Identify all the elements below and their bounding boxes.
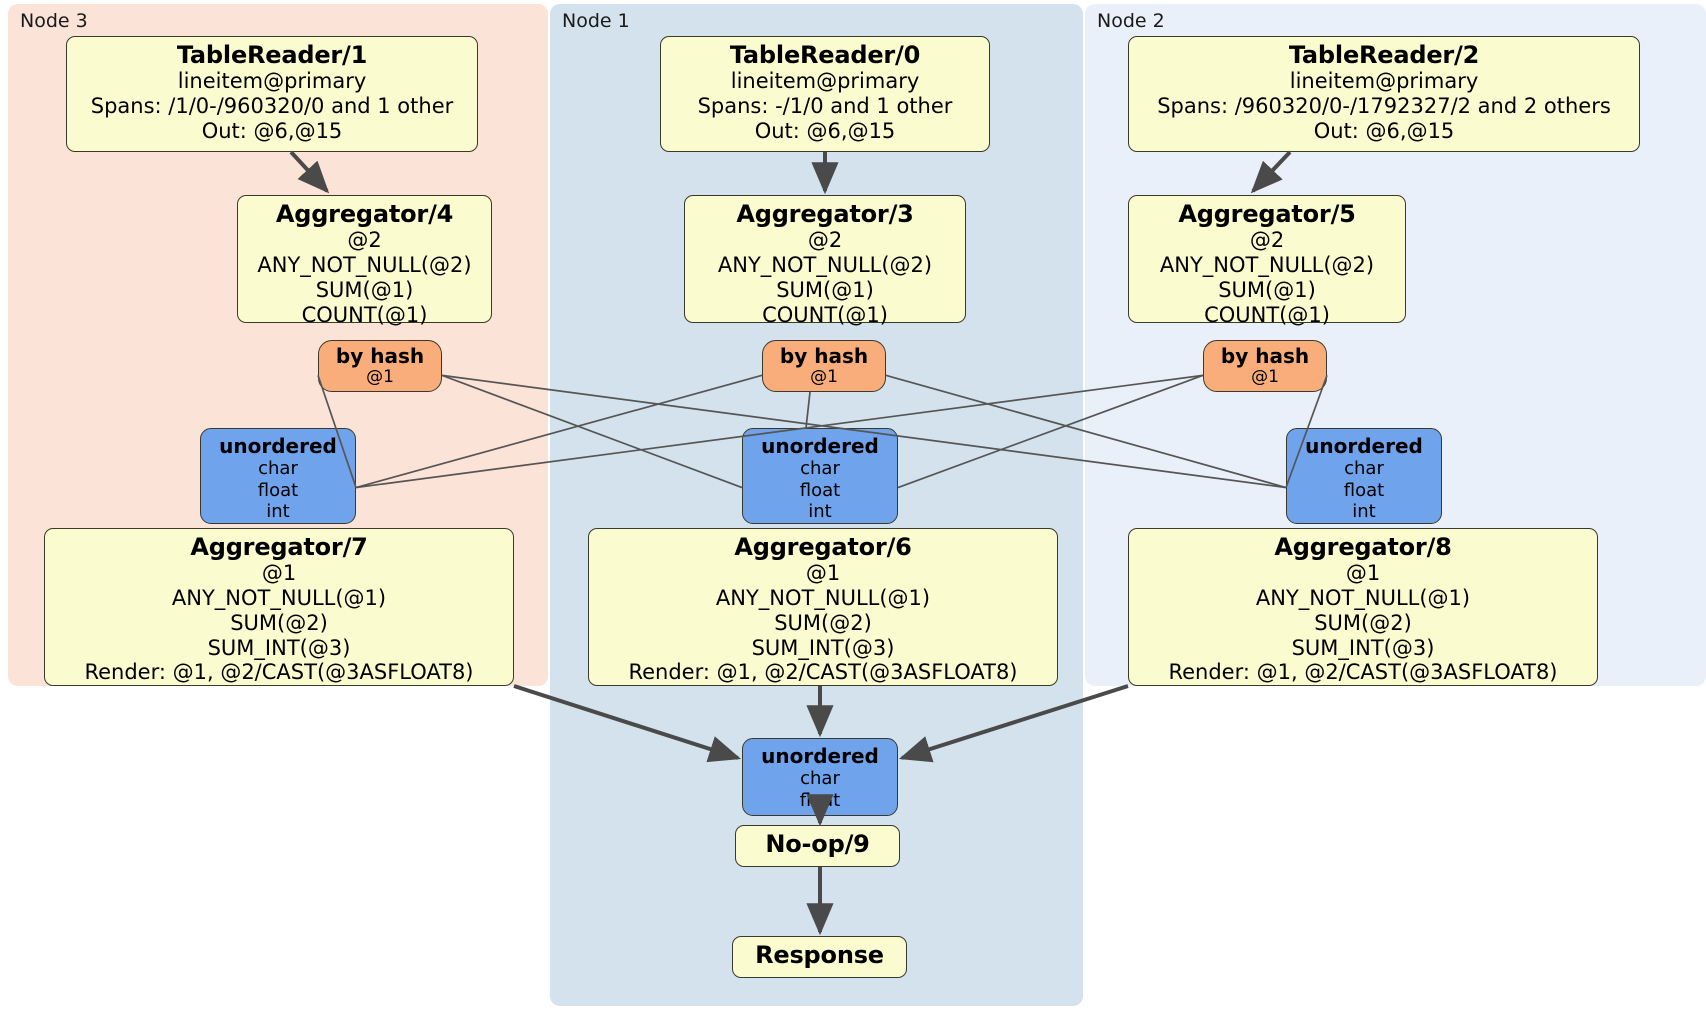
aggregator-6-title: Aggregator/6	[734, 533, 912, 561]
tablereader-2-line: lineitem@primary	[1289, 69, 1479, 94]
aggregator-7-line: SUM(@2)	[230, 610, 328, 635]
aggregator-7-line: Render: @1, @2/CAST(@3ASFLOAT8)	[84, 660, 474, 685]
aggregator-8-line: SUM_INT(@3)	[1291, 635, 1435, 660]
aggregator-8-line: Render: @1, @2/CAST(@3ASFLOAT8)	[1168, 660, 1558, 685]
aggregator-7-line: SUM_INT(@3)	[207, 635, 351, 660]
by-hash-3-title: by hash	[779, 344, 869, 368]
unordered-8-type: float	[1343, 479, 1385, 501]
unordered-6-type: char	[800, 458, 840, 479]
by-hash-5[interactable]: by hash@1	[1203, 340, 1327, 392]
aggregator-7-title: Aggregator/7	[190, 533, 368, 561]
aggregator-3-line: COUNT(@1)	[762, 302, 888, 327]
unordered-7-title: unordered	[219, 434, 337, 458]
node-panel-label-node3: Node 3	[20, 10, 88, 32]
aggregator-7-line: @1	[261, 561, 297, 586]
unordered-7-type: char	[258, 458, 298, 479]
aggregator-6-line: SUM_INT(@3)	[751, 635, 895, 660]
aggregator-5-line: @2	[1249, 228, 1285, 253]
aggregator-4-line: SUM(@1)	[315, 277, 414, 302]
aggregator-7-line: ANY_NOT_NULL(@1)	[171, 586, 387, 611]
aggregator-6-line: ANY_NOT_NULL(@1)	[715, 586, 931, 611]
unordered-9-title: unordered	[761, 744, 879, 768]
unordered-7-type: int	[266, 501, 290, 523]
unordered-8-type: int	[1352, 501, 1376, 523]
by-hash-3-column: @1	[810, 367, 838, 387]
aggregator-6-line: Render: @1, @2/CAST(@3ASFLOAT8)	[628, 660, 1018, 685]
aggregator-5-line: SUM(@1)	[1218, 277, 1316, 302]
aggregator-6-line: SUM(@2)	[774, 610, 872, 635]
aggregator-6-line: @1	[805, 561, 841, 586]
aggregator-8-line: ANY_NOT_NULL(@1)	[1255, 586, 1471, 611]
by-hash-4-title: by hash	[335, 344, 425, 368]
aggregator-5-title: Aggregator/5	[1178, 200, 1356, 228]
tablereader-1-line: Out: @6,@15	[201, 118, 343, 143]
by-hash-4[interactable]: by hash@1	[318, 340, 442, 392]
aggregator-8-title: Aggregator/8	[1274, 533, 1452, 561]
aggregator-3-line: ANY_NOT_NULL(@2)	[717, 253, 933, 278]
aggregator-4-line: COUNT(@1)	[301, 302, 428, 327]
tablereader-2-title: TableReader/2	[1288, 41, 1480, 69]
aggregator-3-title: Aggregator/3	[736, 200, 914, 228]
tablereader-1-line: lineitem@primary	[177, 69, 367, 94]
response-title: Response	[755, 941, 884, 969]
tablereader-1-title: TableReader/1	[176, 41, 368, 69]
unordered-8-type: char	[1344, 458, 1384, 479]
response[interactable]: Response	[732, 936, 907, 978]
unordered-6-title: unordered	[761, 434, 879, 458]
unordered-9-type: float	[799, 789, 841, 811]
tablereader-1-line: Spans: /1/0-/960320/0 and 1 other	[90, 94, 454, 119]
aggregator-5-line: ANY_NOT_NULL(@2)	[1159, 253, 1375, 278]
unordered-6-type: int	[808, 501, 832, 523]
unordered-7-type: float	[257, 479, 299, 501]
node-panel-label-node1: Node 1	[562, 10, 630, 32]
tablereader-0-line: lineitem@primary	[730, 69, 920, 94]
tablereader-2-line: Out: @6,@15	[1313, 118, 1455, 143]
by-hash-3[interactable]: by hash@1	[762, 340, 886, 392]
tablereader-0-line: Out: @6,@15	[754, 118, 896, 143]
unordered-6-type: float	[799, 479, 841, 501]
aggregator-4-line: ANY_NOT_NULL(@2)	[257, 253, 472, 278]
aggregator-3-line: @2	[807, 228, 843, 253]
aggregator-4-title: Aggregator/4	[275, 200, 454, 228]
aggregator-8-line: @1	[1345, 561, 1381, 586]
node-panel-label-node2: Node 2	[1097, 10, 1165, 32]
by-hash-4-column: @1	[366, 367, 394, 387]
unordered-8-title: unordered	[1305, 434, 1423, 458]
aggregator-5-line: COUNT(@1)	[1204, 302, 1330, 327]
no-op-9[interactable]: No-op/9	[735, 825, 900, 867]
aggregator-8-line: SUM(@2)	[1314, 610, 1412, 635]
tablereader-2-line: Spans: /960320/0-/1792327/2 and 2 others	[1157, 94, 1611, 119]
tablereader-0-title: TableReader/0	[729, 41, 921, 69]
no-op-9-title: No-op/9	[765, 830, 870, 858]
aggregator-3-line: SUM(@1)	[776, 277, 874, 302]
aggregator-4-line: @2	[347, 228, 382, 253]
unordered-9-type: char	[800, 768, 840, 789]
by-hash-5-column: @1	[1251, 367, 1279, 387]
by-hash-5-title: by hash	[1220, 344, 1310, 368]
tablereader-0-line: Spans: -/1/0 and 1 other	[697, 94, 953, 119]
